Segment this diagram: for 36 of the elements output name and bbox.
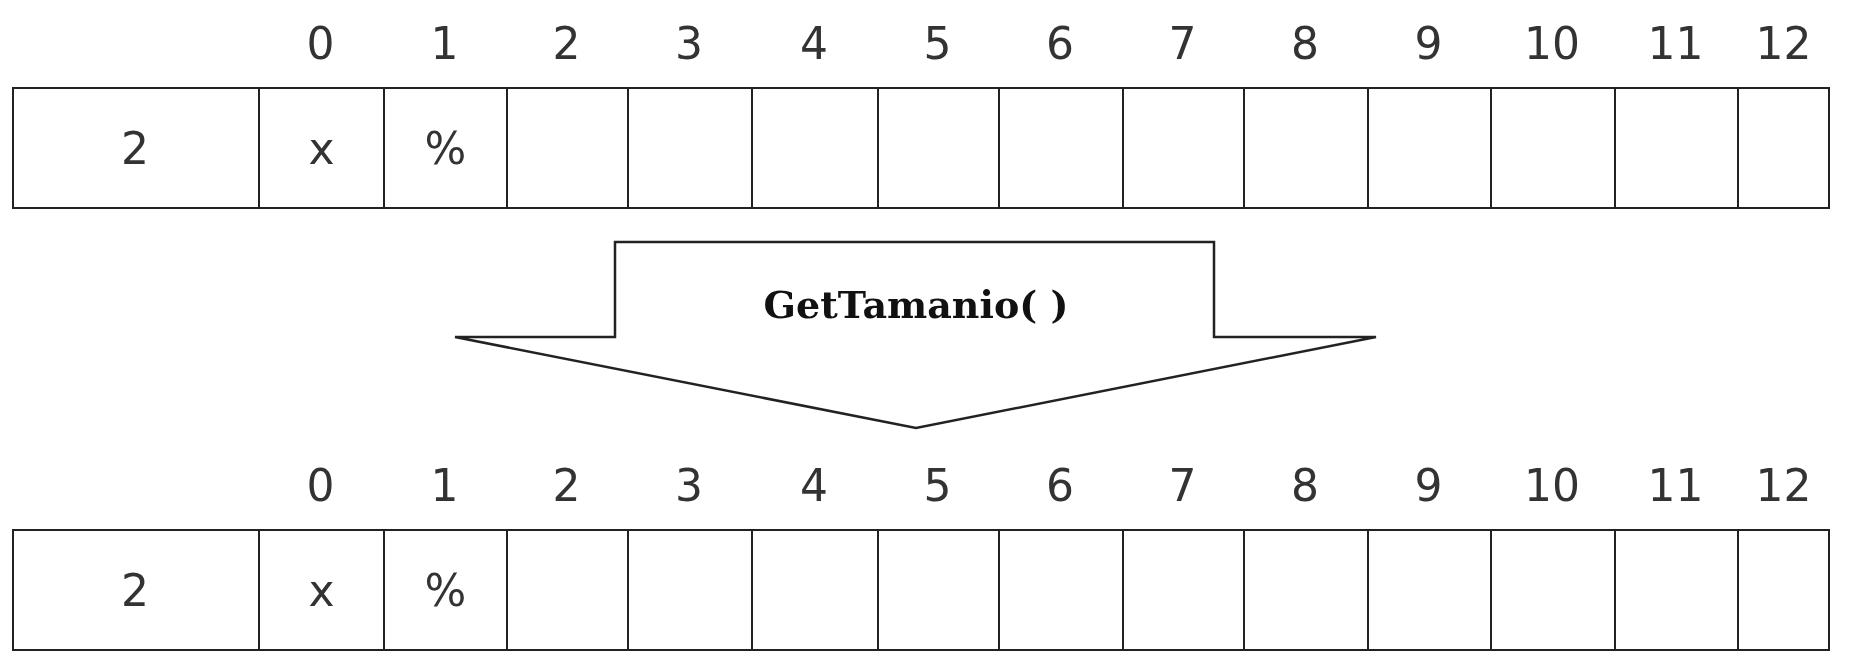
edge-label: GetTamanio( ): [763, 281, 1069, 327]
index-number: 0: [306, 22, 335, 66]
index-number: 4: [800, 22, 828, 66]
array-cell: 2: [12, 89, 258, 207]
index-number: 5: [923, 464, 952, 508]
index-number: 2: [552, 22, 581, 66]
index-number: 0: [306, 464, 335, 508]
index-number: 6: [1046, 464, 1074, 508]
index-number: 4: [800, 464, 828, 508]
index-number: 2: [552, 464, 581, 508]
array-cell: x: [258, 531, 383, 649]
index-number: 11: [1647, 22, 1704, 66]
index-number: 9: [1414, 464, 1443, 508]
array-cell: 2: [12, 531, 258, 649]
index-number: 10: [1524, 22, 1580, 66]
array-row: [12, 87, 1830, 209]
index-number: 3: [675, 464, 703, 508]
index-number: 7: [1168, 22, 1197, 66]
index-number: 3: [675, 22, 703, 66]
index-number: 6: [1046, 22, 1074, 66]
block-arrow: [453, 240, 1378, 430]
index-number: 11: [1647, 464, 1704, 508]
index-number: 12: [1755, 22, 1812, 66]
index-number: 1: [430, 464, 459, 508]
index-number: 12: [1755, 464, 1812, 508]
index-number: 8: [1291, 22, 1319, 66]
array-cell: %: [383, 531, 506, 649]
index-number: 5: [923, 22, 952, 66]
index-number: 1: [430, 22, 459, 66]
index-number: 8: [1291, 464, 1319, 508]
array-row: [12, 529, 1830, 651]
index-number: 10: [1524, 464, 1580, 508]
index-number: 9: [1414, 22, 1443, 66]
index-number: 7: [1168, 464, 1197, 508]
array-cell: %: [383, 89, 506, 207]
array-cell: x: [258, 89, 383, 207]
